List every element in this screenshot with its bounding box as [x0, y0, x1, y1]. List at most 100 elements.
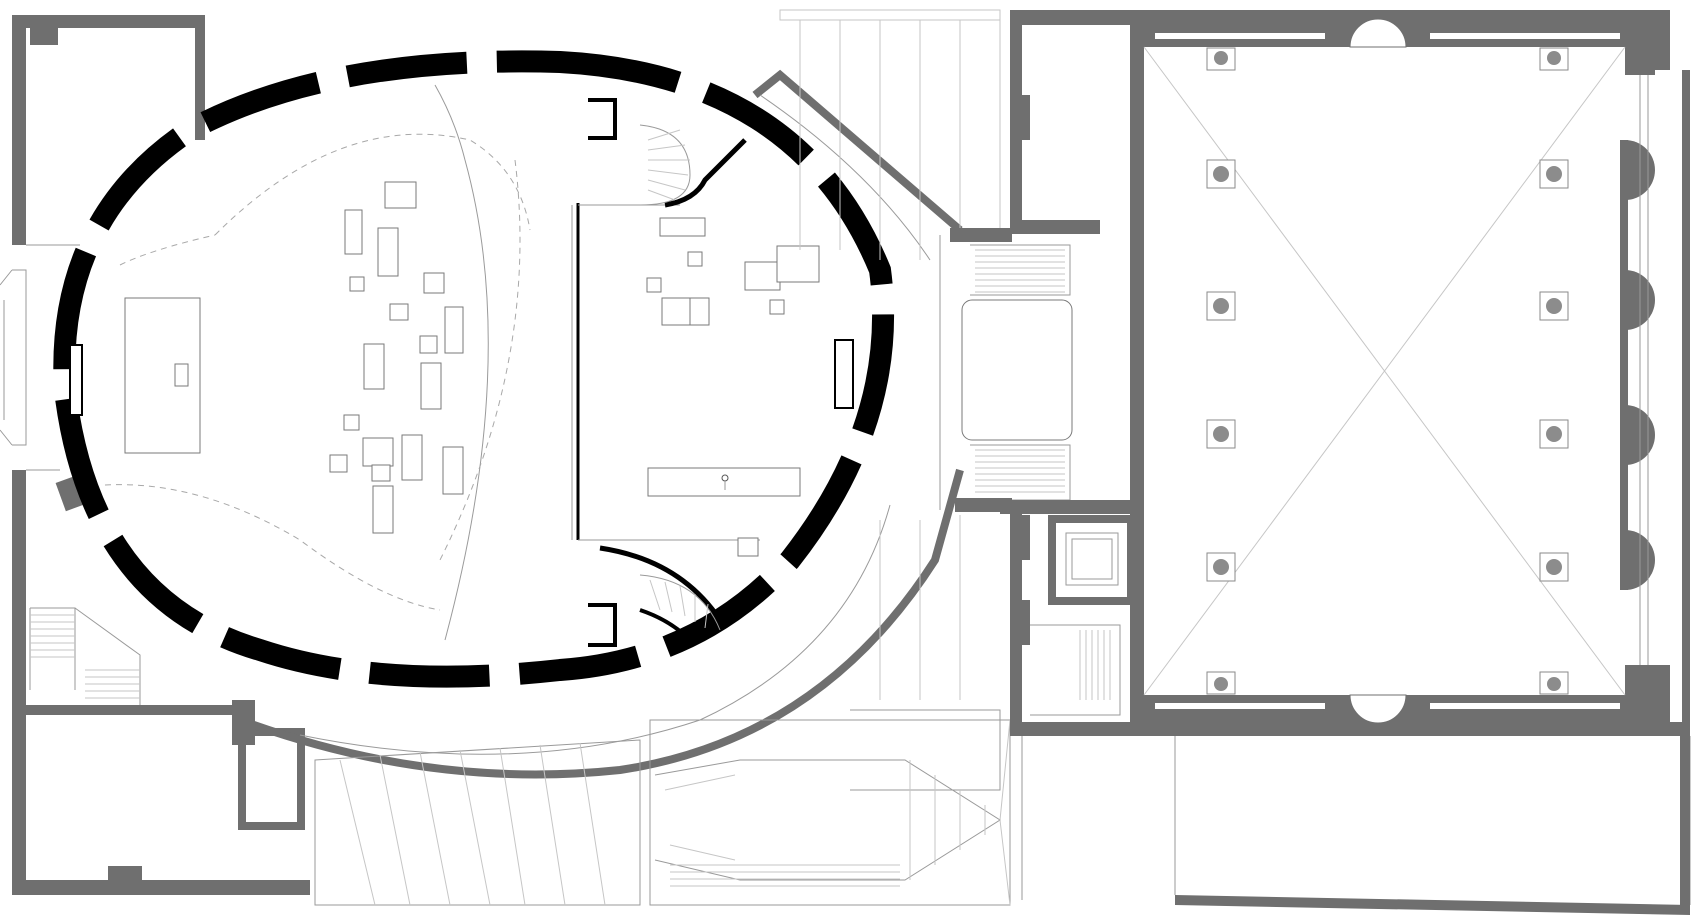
stair-icon [588, 545, 723, 647]
lower-roof-courses [670, 864, 900, 887]
oval-dashed-left-bottom [104, 484, 441, 611]
corridor-outer-wall-ne [752, 69, 963, 234]
lower-roof-lines [909, 760, 986, 880]
table [744, 261, 781, 291]
column-icon [1206, 291, 1236, 321]
table [384, 181, 417, 209]
corridor-inner-line-ne [759, 94, 931, 261]
east-south-wall [1175, 895, 1690, 915]
column-icon [1539, 291, 1569, 321]
stool [389, 303, 409, 321]
stool [349, 276, 365, 292]
stair-icon [961, 244, 1073, 501]
stool [423, 272, 445, 294]
corridor-outer-wall [238, 468, 964, 779]
niche-icon [1349, 18, 1407, 48]
column-grid [1206, 47, 1569, 695]
stool [687, 251, 703, 267]
west-opening-lines [26, 244, 80, 471]
table [372, 485, 394, 534]
column-icon [1539, 159, 1569, 189]
hall-window-south-2 [1430, 703, 1620, 709]
lower-roof-ridges [664, 719, 1011, 906]
table [401, 434, 423, 481]
south-roof-lines [879, 515, 961, 700]
hall-east-window-frame [1639, 75, 1649, 665]
sink-icon [721, 474, 729, 490]
hall-ne-corner [1625, 25, 1655, 75]
southwest-roof-lines [339, 742, 606, 906]
south-courtyard [850, 709, 1001, 791]
oval-furniture-west [124, 181, 464, 534]
stool [419, 335, 438, 354]
stool [343, 414, 360, 431]
column-icon [1206, 159, 1236, 189]
oval-furniture-east [646, 217, 820, 326]
east-cross-wall-lower [1000, 500, 1135, 514]
hall-east-pier-strip [1620, 140, 1628, 590]
stair-icon [588, 98, 747, 208]
hall-ceiling-diagonals [1143, 46, 1626, 696]
oval-partition-returns [578, 204, 760, 541]
west-bay-window-frame [0, 269, 13, 446]
east-west-wall-lower [1010, 514, 1022, 734]
table [661, 297, 691, 326]
oval-dashed-left-top [119, 234, 216, 266]
east-outer-wall-right [1682, 70, 1690, 910]
column-icon [1206, 47, 1236, 71]
west-bay-window [12, 269, 27, 446]
oval-dashed-curve [439, 159, 521, 561]
east-cross-wall-upper [1010, 220, 1100, 234]
column-icon [1206, 671, 1236, 695]
connector-wall-south [955, 498, 1012, 512]
hall-window-north-2 [1430, 33, 1620, 39]
stool [769, 299, 785, 315]
oval-dividing-curve [434, 84, 489, 641]
west-outer-wall-bottom [12, 715, 310, 895]
column-icon [1539, 47, 1569, 71]
stool [646, 277, 662, 293]
stool [329, 454, 348, 473]
table [659, 217, 706, 237]
west-outer-wall-left [12, 470, 26, 715]
table [689, 297, 710, 326]
north-roof-lines [799, 20, 1001, 260]
stage-platform [124, 297, 201, 454]
connector-pier-sw [232, 700, 255, 745]
hall-se-corner [1625, 665, 1670, 722]
east-bottom-wall [1010, 722, 1690, 736]
southwest-roof [314, 739, 641, 906]
oval-inner-curve [214, 133, 531, 236]
east-small-piers [1022, 95, 1030, 645]
oval-wall [53, 50, 895, 688]
east-south-room-lines [1021, 736, 1691, 905]
lower-roof-hip [654, 759, 1001, 881]
corridor-inner-line-s [299, 504, 891, 755]
table [344, 209, 363, 255]
table [377, 227, 399, 277]
west-inner-wall [195, 30, 205, 140]
hall-window-north-1 [1155, 33, 1325, 39]
oval-window-east [834, 339, 854, 409]
west-outer-wall-top [12, 15, 205, 245]
table [442, 446, 464, 495]
east-building [1000, 10, 1691, 915]
table [420, 362, 442, 410]
oval-window-west [69, 344, 83, 416]
stair-icon [29, 607, 141, 705]
west-pilaster-bottom [108, 866, 142, 880]
stage-item [174, 363, 189, 387]
table [776, 245, 820, 283]
sink-small [737, 537, 759, 557]
table [363, 343, 385, 390]
stool [371, 464, 391, 482]
column-icon [1539, 671, 1569, 695]
hall-window-south-1 [1155, 703, 1325, 709]
lift-car-inner [1071, 538, 1113, 580]
lift-shaft [1048, 515, 1135, 605]
table [444, 306, 464, 354]
east-hall-west-wall [1130, 25, 1144, 735]
stair-icon [1030, 624, 1121, 716]
east-west-wall-upper [1010, 45, 1022, 230]
